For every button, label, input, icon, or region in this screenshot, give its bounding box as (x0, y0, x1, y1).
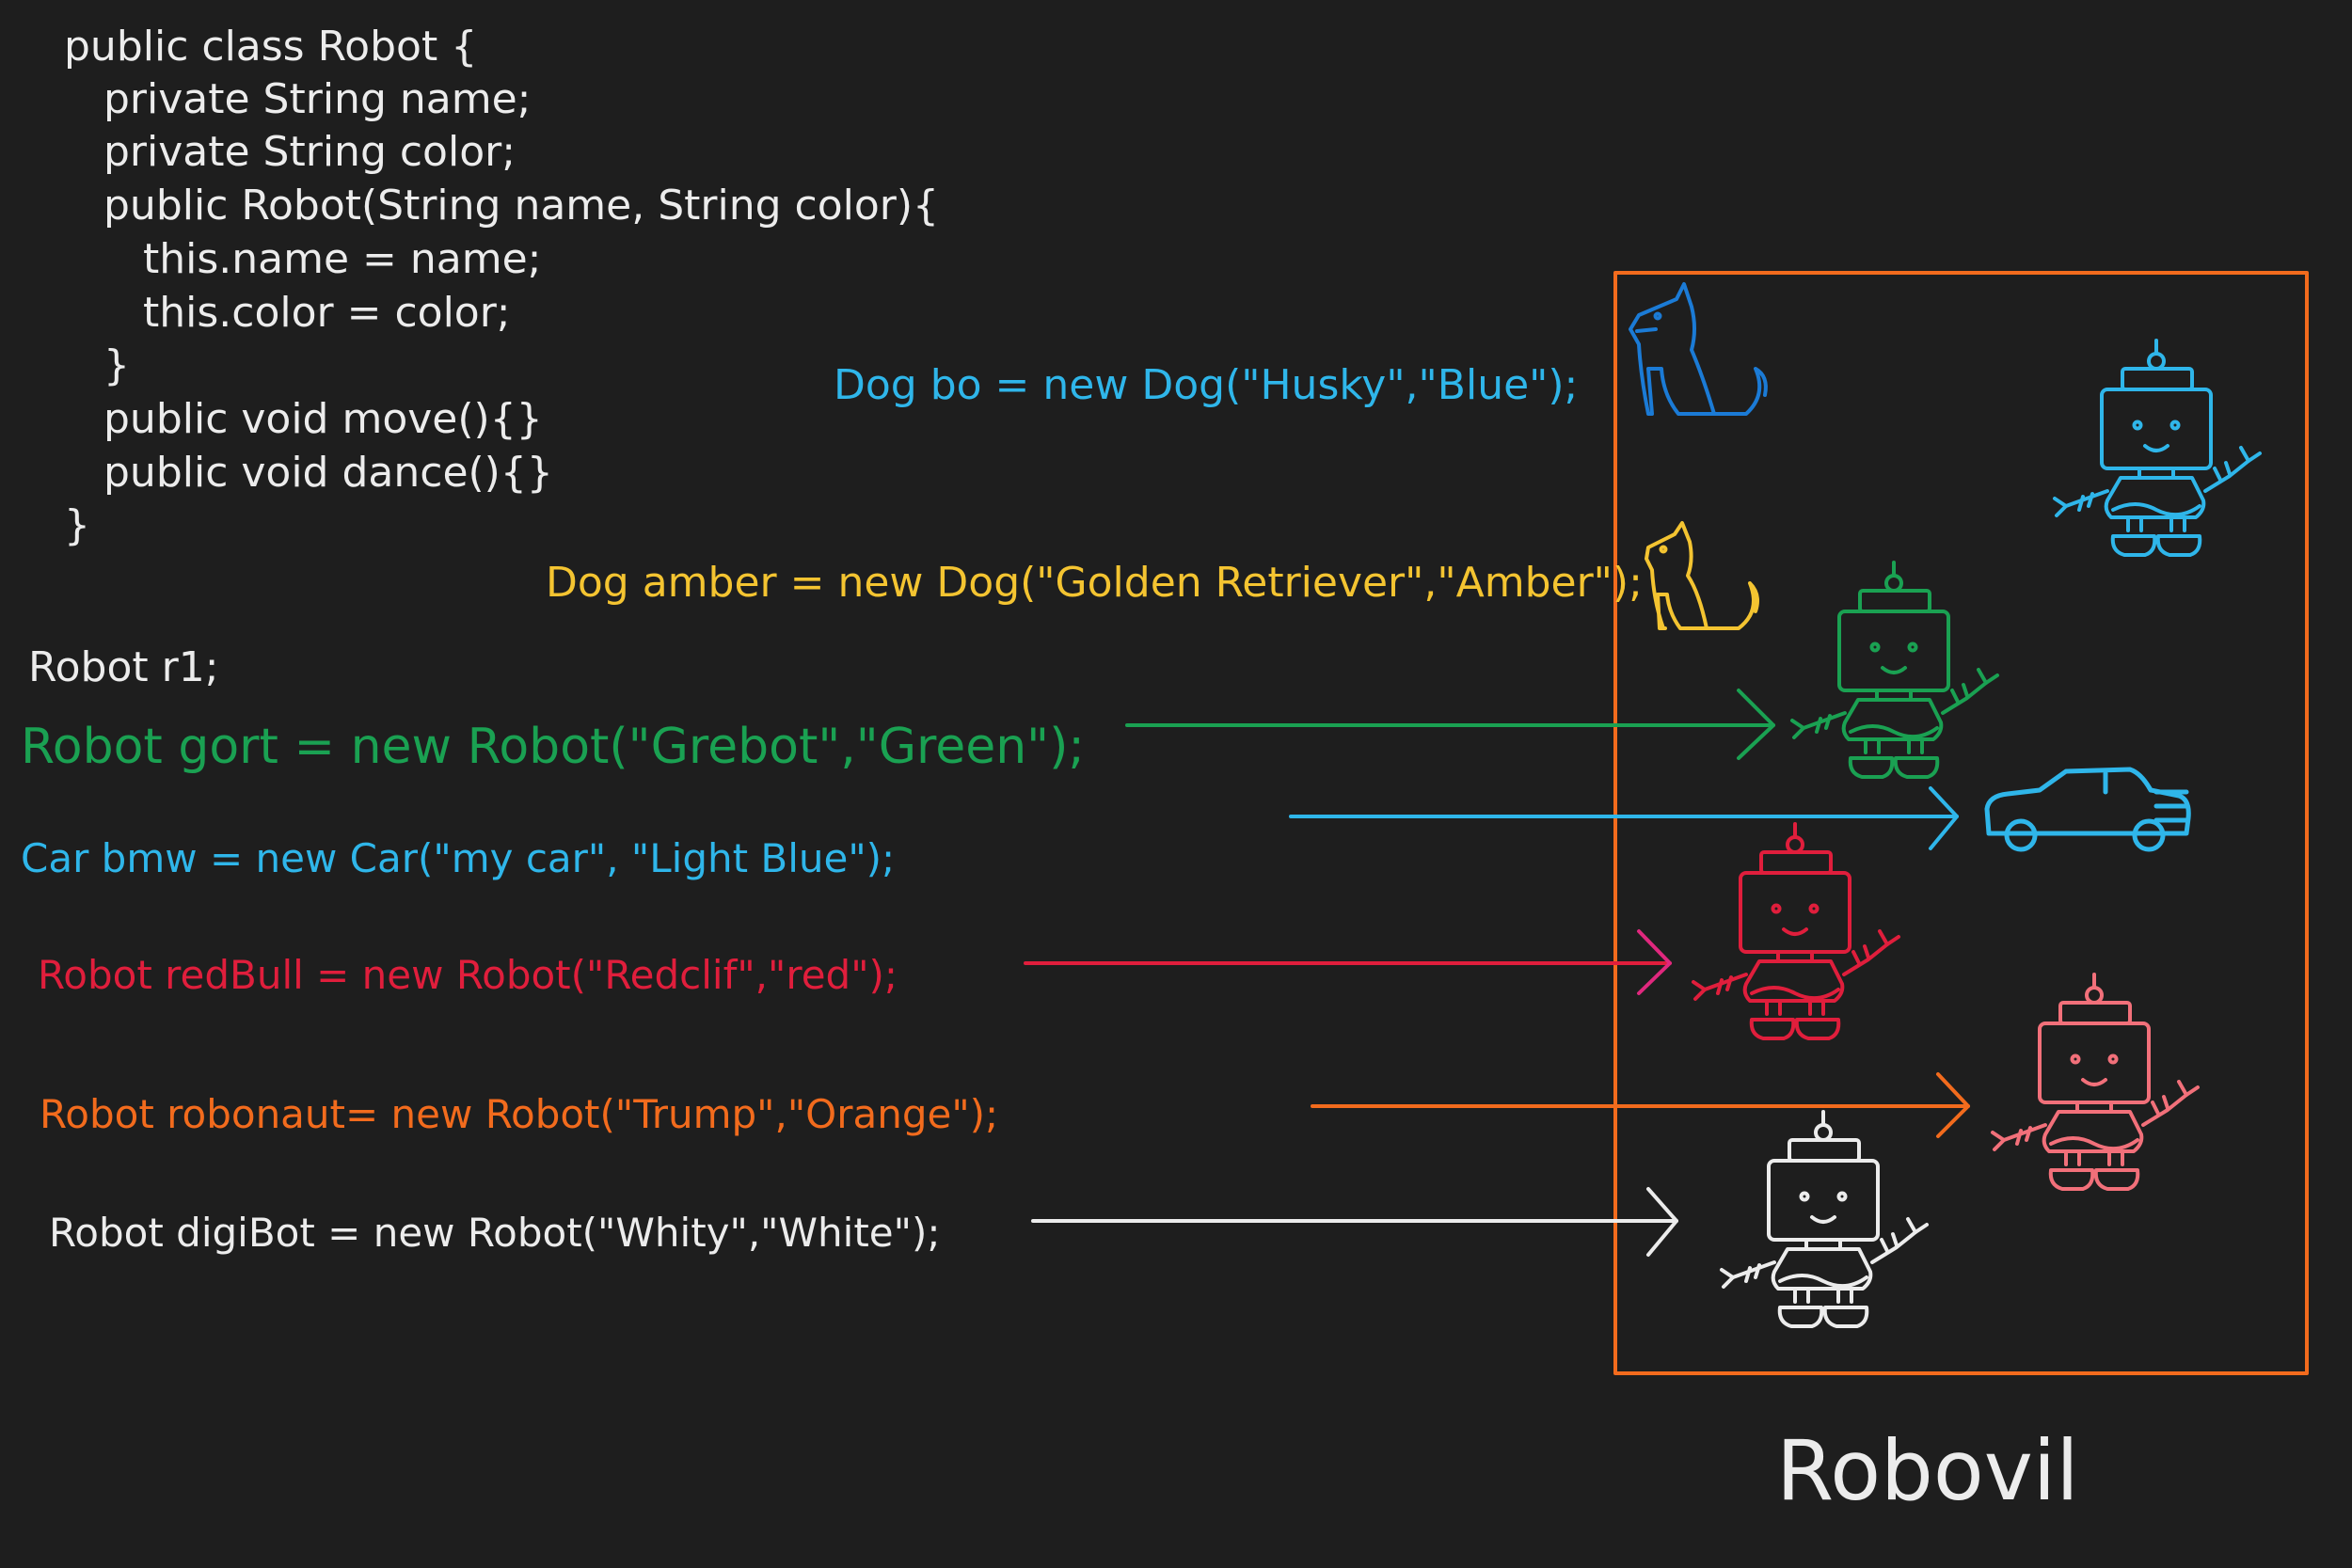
statement-robot-robonaut: Robot robonaut= new Robot("Trump","Orang… (40, 1091, 999, 1137)
arrow-robonaut (1311, 1072, 1970, 1138)
statement-dog-amber: Dog amber = new Dog("Golden Retriever","… (546, 559, 1643, 607)
code-line-5: this.name = name; (143, 235, 542, 283)
light-blue-robot-icon (2053, 339, 2262, 557)
green-robot-icon (1790, 561, 1999, 779)
white-robot-icon (1720, 1110, 1929, 1328)
code-line-3: private String color; (103, 128, 516, 176)
code-line-2: private String name; (103, 75, 532, 123)
salmon-robot-icon (1991, 973, 2200, 1191)
robovil-container (1613, 271, 2309, 1375)
husky-dog-icon (1629, 282, 1768, 416)
code-line-7: } (103, 341, 130, 389)
statement-car-bmw: Car bmw = new Car("my car", "Light Blue"… (21, 835, 896, 881)
arrow-bmw (1289, 786, 1959, 850)
statement-robot-gort: Robot gort = new Robot("Grebot","Green")… (21, 719, 1085, 775)
arrow-digibot (1031, 1187, 1678, 1257)
car-icon (1984, 767, 2191, 852)
arrow-gort (1125, 689, 1775, 760)
code-line-4: public Robot(String name, String color){ (103, 182, 940, 230)
statement-robot-r1: Robot r1; (28, 643, 219, 691)
statement-robot-redbull: Robot redBull = new Robot("Redclif","red… (38, 952, 898, 998)
statement-dog-bo: Dog bo = new Dog("Husky","Blue"); (834, 361, 1579, 409)
arrow-redbull (1024, 929, 1672, 995)
robovil-label: Robovil (1776, 1422, 2079, 1519)
golden-retriever-icon (1645, 521, 1759, 630)
red-robot-icon (1692, 822, 1900, 1040)
code-line-6: this.color = color; (143, 289, 511, 337)
statement-robot-digibot: Robot digiBot = new Robot("Whity","White… (49, 1210, 941, 1256)
code-line-9: public void dance(){} (103, 449, 553, 497)
code-line-8: public void move(){} (103, 395, 543, 443)
code-line-1: public class Robot { (64, 23, 478, 71)
code-line-10: } (64, 501, 90, 549)
